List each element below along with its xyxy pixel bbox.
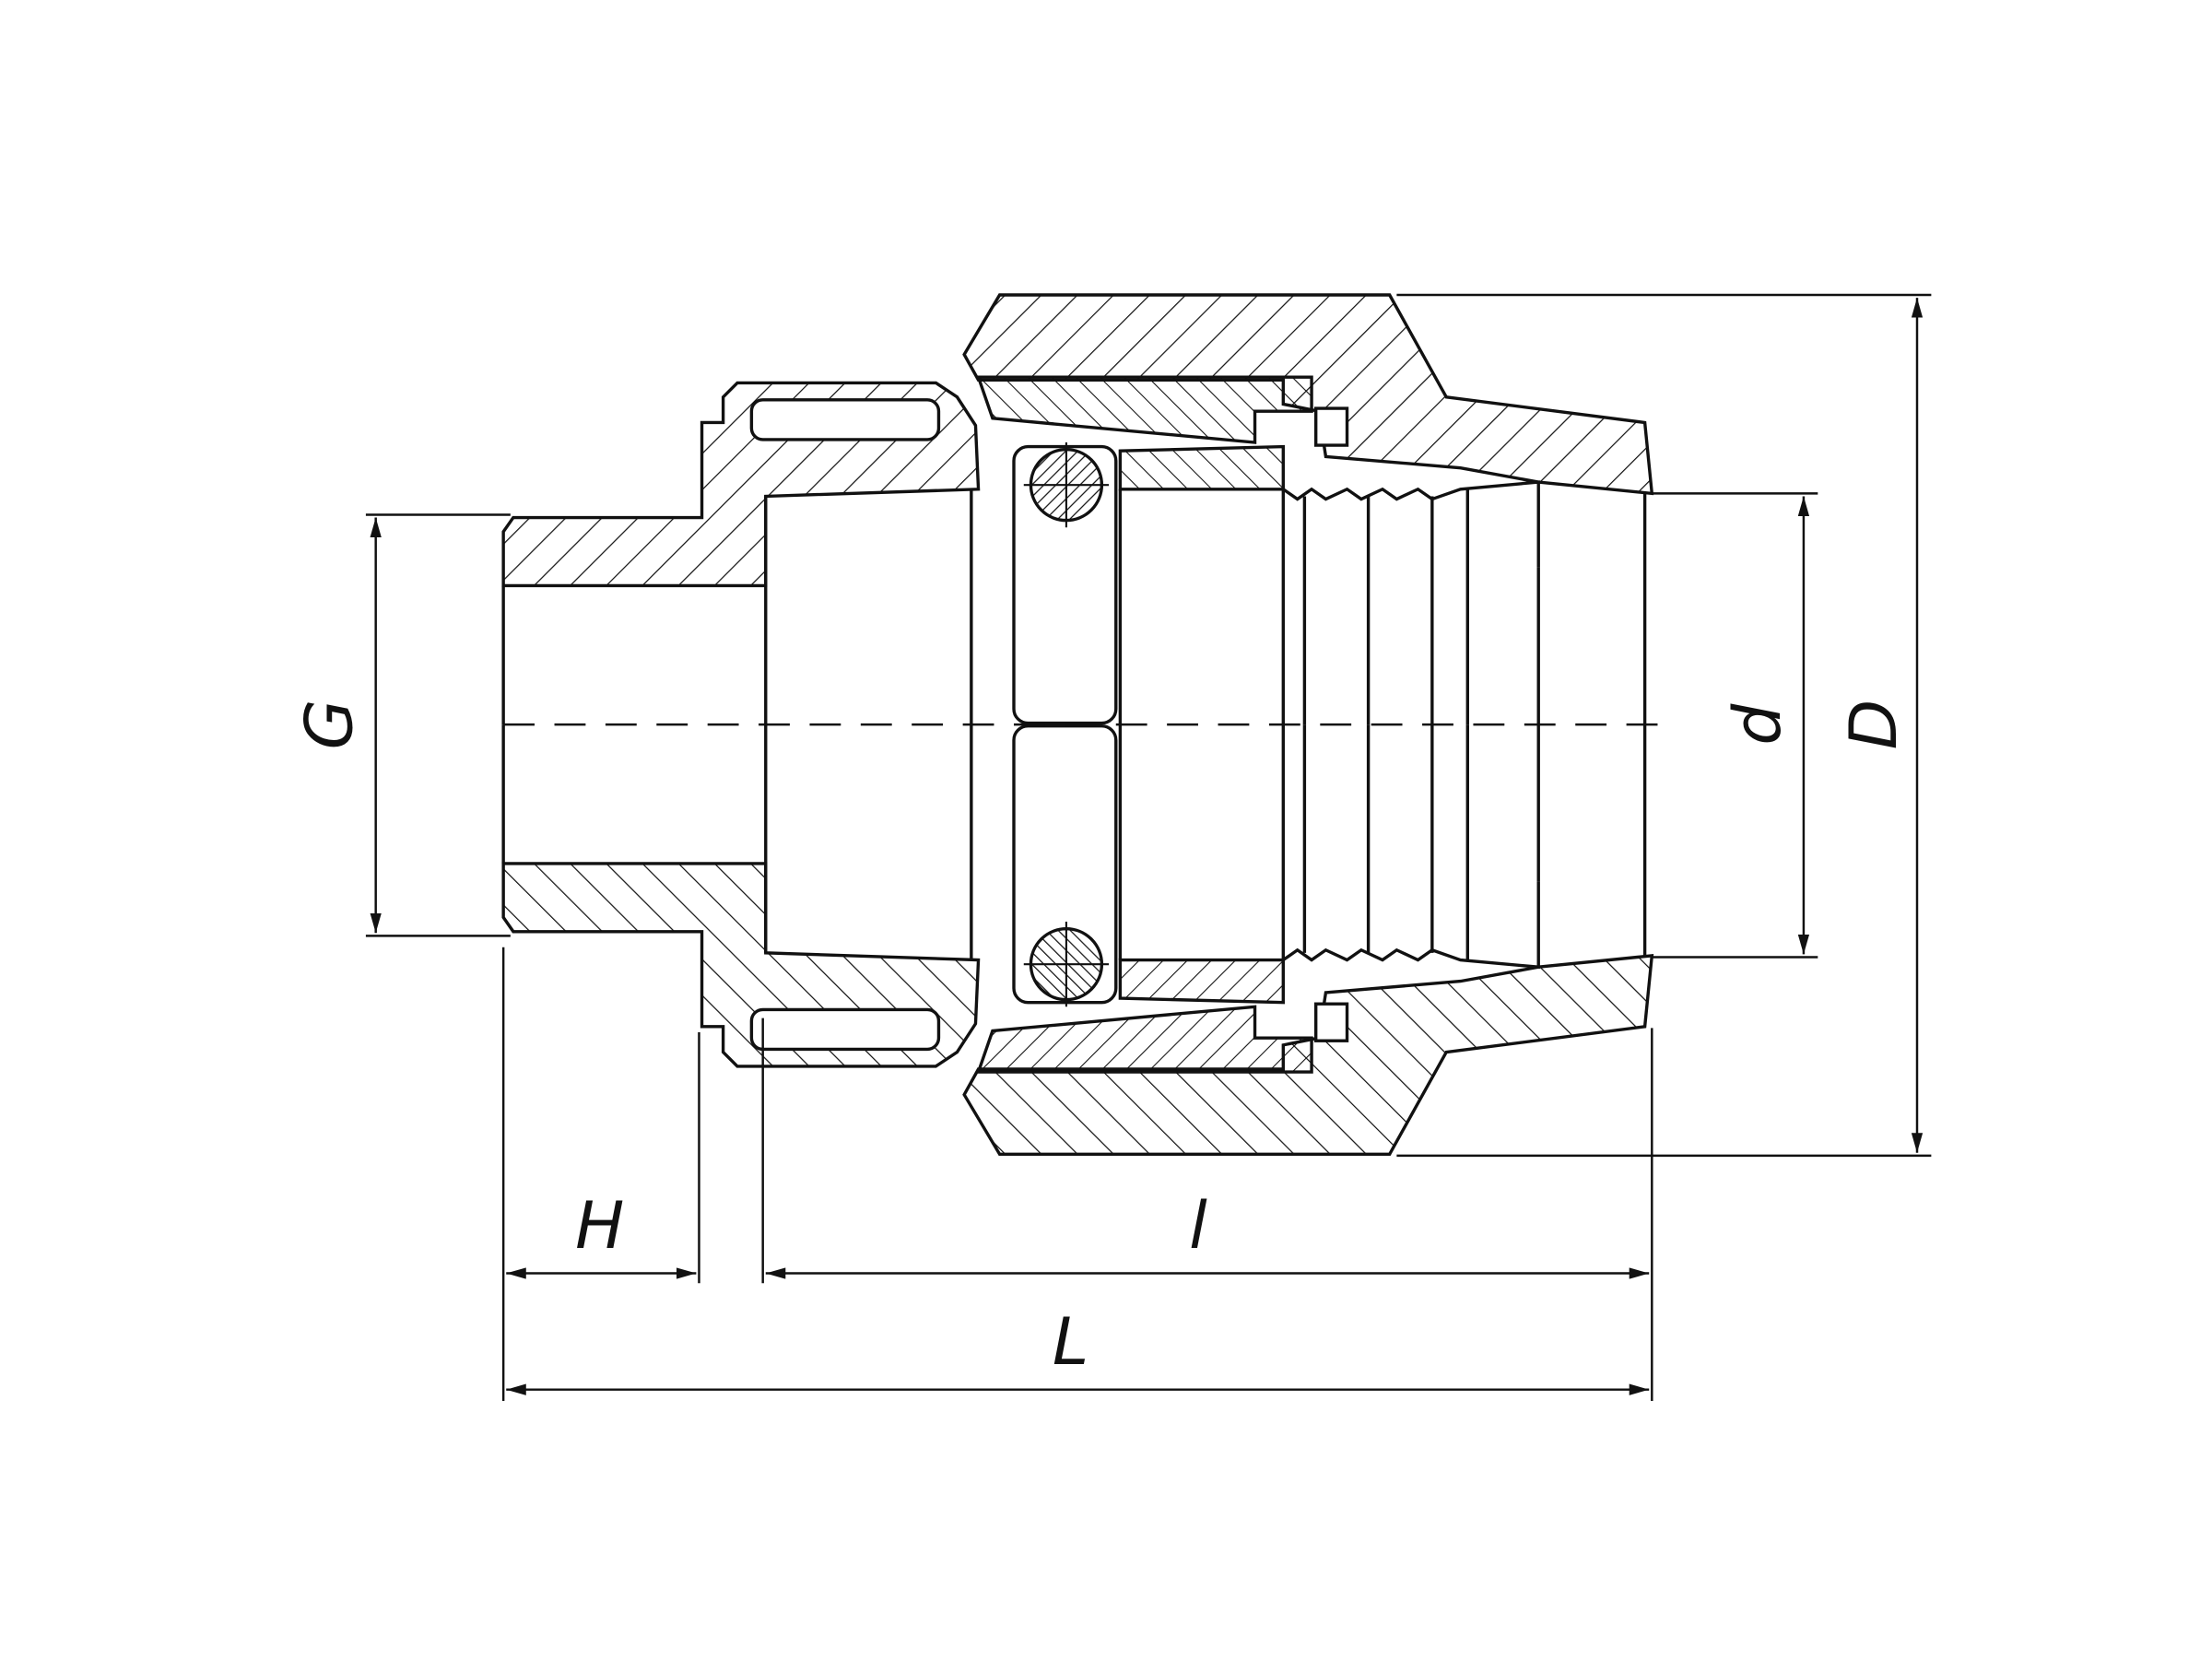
label-D: D [1835,700,1912,749]
extension-lines [365,293,1932,1401]
label-L: L [1053,1303,1088,1380]
lower-half [501,723,1653,1157]
label-l: l [1189,1187,1207,1264]
upper-half [501,293,1653,726]
label-H: H [575,1187,624,1264]
label-d: d [1719,703,1795,746]
label-G: G [291,700,368,750]
